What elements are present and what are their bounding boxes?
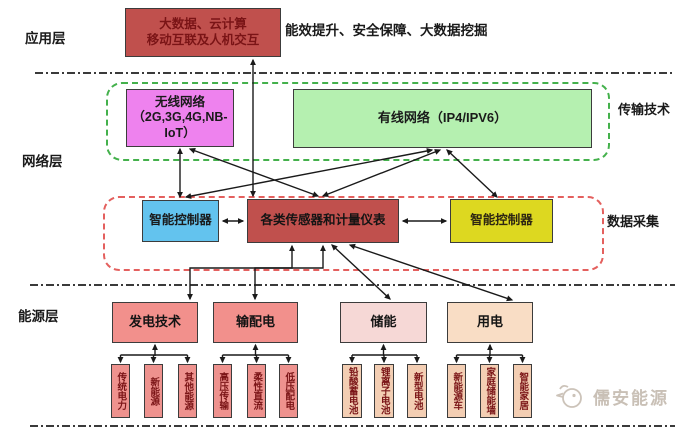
wireless-line1: 无线网络 (154, 94, 205, 109)
node-new-energy-vehicle: 新能源车 (447, 364, 466, 418)
layer-label-energy: 能源层 (18, 309, 59, 324)
node-new-energy: 新能源 (144, 364, 163, 418)
node-smart-controller-right: 智能控制器 (450, 199, 553, 243)
wireless-line2: （2G,3G,4G,NB-IoT） (132, 110, 228, 140)
layer-label-application: 应用层 (25, 31, 66, 46)
wired-label: 有线网络（IP4/IPV6） (377, 110, 508, 126)
watermark-brand: 儒安能源 (552, 382, 669, 410)
node-other-energy: 其他能源 (178, 364, 197, 418)
node-wired-network: 有线网络（IP4/IPV6） (293, 89, 592, 148)
node-lead-acid-battery: 铅酸蓄电池 (342, 364, 362, 418)
sensors-label: 各类传感器和计量仪表 (260, 213, 386, 228)
node-power-consumption: 用电 (447, 302, 533, 343)
node-new-battery: 新型电池 (407, 364, 427, 418)
node-wireless-network: 无线网络 （2G,3G,4G,NB-IoT） (126, 89, 234, 147)
label-transmission-tech: 传输技术 (618, 102, 671, 117)
node-smart-home: 智能家居 (513, 364, 532, 418)
energy-storage-label: 储能 (370, 314, 397, 330)
node-power-generation: 发电技术 (112, 302, 198, 343)
watermark-text: 儒安能源 (593, 388, 669, 408)
bird-logo-icon (556, 384, 582, 408)
layer-label-network: 网络层 (22, 154, 63, 169)
node-hv-transmission: 高压传输 (213, 364, 232, 418)
controller-left-label: 智能控制器 (149, 213, 212, 228)
separator-collection-energy (30, 284, 675, 286)
node-lithium-battery: 锂离子电池 (374, 364, 394, 418)
power-consumption-label: 用电 (476, 314, 503, 330)
node-traditional-power: 传统电力 (111, 364, 130, 418)
label-data-collection: 数据采集 (607, 214, 660, 229)
bigdata-line2: 移动互联及人机交互 (146, 32, 260, 47)
node-flexible-dc: 柔性直流 (247, 364, 266, 418)
node-lv-distribution: 低压配电 (279, 364, 298, 418)
node-home-storage-wall: 家庭储能墙 (480, 364, 499, 418)
power-generation-label: 发电技术 (128, 314, 181, 330)
node-energy-storage: 储能 (340, 302, 427, 343)
transmission-distribution-label: 输配电 (235, 314, 275, 330)
node-transmission-distribution: 输配电 (213, 302, 298, 343)
controller-right-label: 智能控制器 (470, 213, 533, 228)
node-bigdata-cloud: 大数据、云计算 移动互联及人机交互 (125, 8, 281, 57)
application-benefits-text: 能效提升、安全保障、大数据挖掘 (285, 23, 488, 38)
separator-application-network (35, 72, 673, 74)
separator-bottom (30, 425, 675, 427)
node-sensors-meters: 各类传感器和计量仪表 (247, 199, 399, 243)
node-smart-controller-left: 智能控制器 (142, 200, 219, 242)
bigdata-line1: 大数据、云计算 (159, 16, 247, 31)
